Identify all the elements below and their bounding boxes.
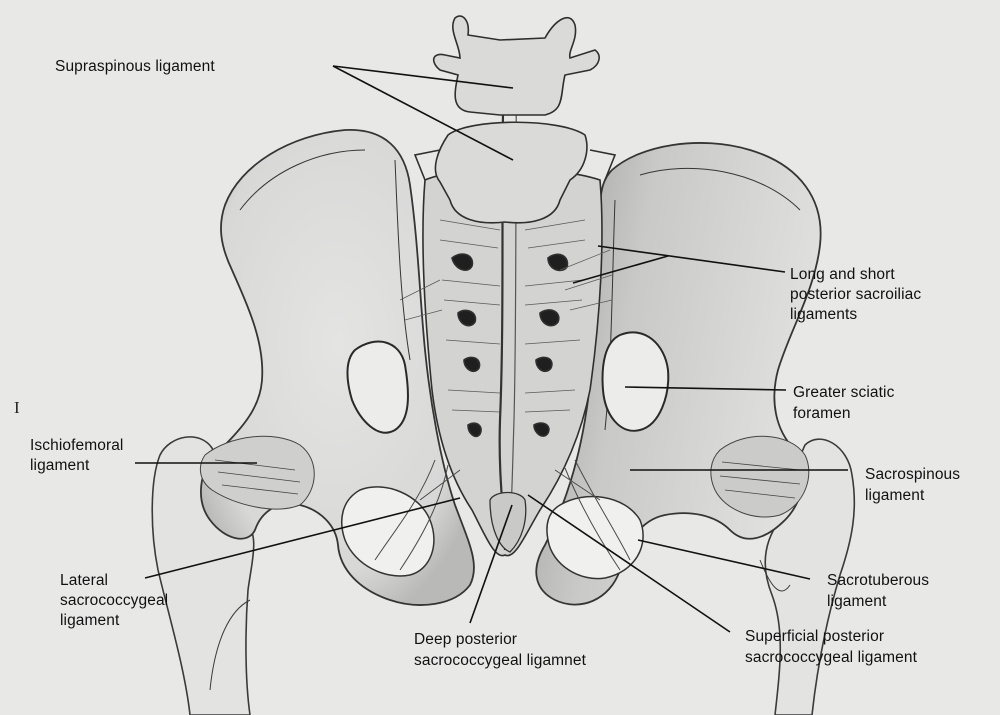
- sacral-foramen-l2: [457, 309, 477, 327]
- margin-marker: I: [14, 398, 20, 417]
- leader-sacrotuberous: [637, 539, 811, 580]
- leader-superficial-post: [527, 494, 731, 633]
- label-long-short-line3: ligaments: [790, 306, 858, 323]
- label-greater-sciatic-line1: Greater sciatic: [793, 384, 895, 401]
- leader-long-short-2: [572, 255, 669, 284]
- sacral-foramen-r3: [535, 356, 553, 372]
- coccyx: [489, 491, 527, 553]
- label-deep-posterior-line1: Deep posterior: [414, 631, 518, 648]
- label-ischiofemoral-line2: ligament: [30, 457, 90, 474]
- label-sacrospinous-line2: ligament: [865, 487, 925, 504]
- label-lateral-sacrococcygeal-line2: sacrococcygeal: [60, 592, 169, 609]
- label-long-short-line1: Long and short: [790, 266, 895, 283]
- sacral-foramen-l3: [463, 356, 481, 372]
- label-sacrotuberous-line1: Sacrotuberous: [827, 572, 930, 589]
- sacral-foramen-l4: [467, 422, 482, 438]
- label-sacrotuberous-line2: ligament: [827, 593, 887, 610]
- hip-capsule-right: [710, 435, 810, 518]
- label-greater-sciatic-line2: foramen: [793, 405, 851, 422]
- label-lateral-sacrococcygeal-line3: ligament: [60, 612, 120, 629]
- leader-supraspinous-1: [332, 65, 514, 89]
- sacral-foramen-l1: [451, 253, 474, 271]
- leader-lines: [135, 65, 848, 633]
- right-obturator-opening: [546, 495, 644, 580]
- leader-supraspinous-2: [332, 65, 514, 161]
- hip-capsule-left: [199, 435, 315, 510]
- label-superficial-posterior-line1: Superficial posterior: [745, 628, 885, 645]
- sacrotuberous-bands: [374, 459, 631, 571]
- sacral-foramen-r4: [533, 422, 550, 437]
- label-lateral-sacrococcygeal-line1: Lateral: [60, 572, 109, 589]
- label-supraspinous-ligament: Supraspinous ligament: [55, 58, 215, 75]
- right-sciatic-notch: [601, 331, 670, 432]
- left-sciatic-notch: [346, 340, 409, 434]
- label-sacrospinous-line1: Sacrospinous: [865, 466, 961, 483]
- label-long-short-line2: posterior sacroiliac: [790, 286, 922, 303]
- leader-deep-post: [469, 504, 513, 624]
- label-ischiofemoral-line1: Ischiofemoral: [30, 437, 124, 454]
- label-superficial-posterior-line2: sacrococcygeal ligament: [745, 649, 918, 666]
- sacral-foramen-r2: [539, 309, 560, 327]
- label-deep-posterior-line2: sacrococcygeal ligamnet: [414, 652, 587, 669]
- leader-long-short-1: [597, 245, 786, 273]
- lumbar-vertebrae: [413, 15, 617, 224]
- leader-greater-sciatic: [624, 386, 787, 391]
- leader-lateral-sacro: [144, 497, 461, 579]
